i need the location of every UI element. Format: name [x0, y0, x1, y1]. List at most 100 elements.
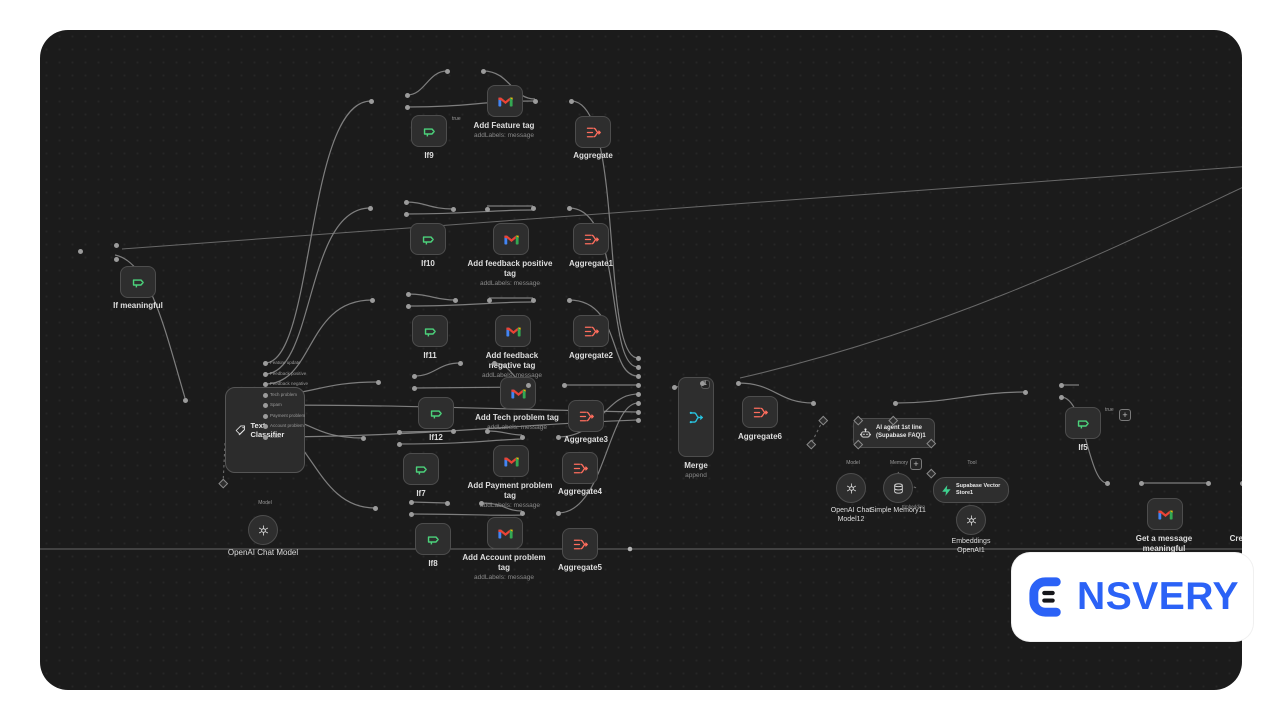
- port-dot[interactable]: [262, 392, 268, 398]
- port-dot[interactable]: [555, 510, 561, 516]
- node-add-feedback-positive-tag[interactable]: [493, 223, 529, 255]
- port-dot[interactable]: [635, 382, 641, 388]
- port-dot[interactable]: [532, 98, 538, 104]
- port-dot[interactable]: [810, 400, 816, 406]
- port-dot[interactable]: [396, 429, 402, 435]
- port-dot[interactable]: [113, 242, 119, 248]
- port-dot[interactable]: [369, 297, 375, 303]
- port-dot[interactable]: [452, 297, 458, 303]
- port-dot[interactable]: [368, 98, 374, 104]
- port-dot[interactable]: [635, 355, 641, 361]
- port-dot[interactable]: [480, 68, 486, 74]
- port-dot[interactable]: [262, 371, 268, 377]
- node-if7[interactable]: [403, 453, 439, 485]
- port-dot[interactable]: [1205, 480, 1211, 486]
- node-get-message-meaningful[interactable]: [1147, 498, 1183, 530]
- port-dot[interactable]: [262, 413, 268, 419]
- add-tool-button[interactable]: +: [910, 458, 922, 470]
- port-dot[interactable]: [403, 211, 409, 217]
- port-dot[interactable]: [530, 205, 536, 211]
- port-dot[interactable]: [262, 423, 268, 429]
- port-dot[interactable]: [484, 206, 490, 212]
- node-aggregate5[interactable]: [562, 528, 598, 560]
- port-dot[interactable]: [262, 434, 268, 440]
- node-if5[interactable]: [1065, 407, 1101, 439]
- node-simple-memory[interactable]: [883, 473, 913, 503]
- node-if-meaningful[interactable]: [120, 266, 156, 298]
- port-dot[interactable]: [450, 206, 456, 212]
- port-dot[interactable]: [486, 297, 492, 303]
- node-merge[interactable]: 1: [678, 377, 714, 457]
- sub-node-port-diamond[interactable]: [926, 468, 936, 478]
- port-dot[interactable]: [375, 379, 381, 385]
- node-add-tech-problem-tag[interactable]: [500, 377, 536, 409]
- node-aggregate6[interactable]: [742, 396, 778, 428]
- node-add-feature-tag[interactable]: [487, 85, 523, 117]
- port-dot[interactable]: [1239, 480, 1242, 486]
- port-dot[interactable]: [555, 434, 561, 440]
- port-dot[interactable]: [372, 505, 378, 511]
- port-dot[interactable]: [735, 380, 741, 386]
- port-dot[interactable]: [113, 256, 119, 262]
- port-dot[interactable]: [635, 391, 641, 397]
- port-dot[interactable]: [525, 382, 531, 388]
- node-if12[interactable]: [418, 397, 454, 429]
- port-dot[interactable]: [262, 402, 268, 408]
- port-dot[interactable]: [699, 380, 705, 386]
- node-embeddings-openai[interactable]: [956, 505, 986, 535]
- sub-node-port-diamond[interactable]: [806, 439, 816, 449]
- port-dot[interactable]: [404, 92, 410, 98]
- port-dot[interactable]: [530, 297, 536, 303]
- port-dot[interactable]: [566, 297, 572, 303]
- port-dot[interactable]: [457, 360, 463, 366]
- port-dot[interactable]: [444, 68, 450, 74]
- port-dot[interactable]: [519, 434, 525, 440]
- add-node-button[interactable]: +: [1119, 409, 1131, 421]
- port-dot[interactable]: [635, 409, 641, 415]
- node-aggregate[interactable]: [575, 116, 611, 148]
- node-add-feedback-negative-tag[interactable]: [495, 315, 531, 347]
- port-dot[interactable]: [411, 385, 417, 391]
- port-dot[interactable]: [892, 400, 898, 406]
- sub-node-port-diamond[interactable]: [218, 478, 228, 488]
- port-dot[interactable]: [405, 291, 411, 297]
- port-dot[interactable]: [635, 400, 641, 406]
- port-dot[interactable]: [182, 397, 188, 403]
- node-add-payment-problem-tag[interactable]: [493, 445, 529, 477]
- node-if11[interactable]: [412, 315, 448, 347]
- node-if10[interactable]: [410, 223, 446, 255]
- port-dot[interactable]: [491, 360, 497, 366]
- node-if8[interactable]: [415, 523, 451, 555]
- port-dot[interactable]: [671, 384, 677, 390]
- port-dot[interactable]: [635, 364, 641, 370]
- port-dot[interactable]: [1058, 394, 1064, 400]
- port-dot[interactable]: [444, 500, 450, 506]
- port-dot[interactable]: [360, 435, 366, 441]
- workflow-canvas[interactable]: If meaningful Text Classifier OpenAI Cha…: [40, 30, 1242, 690]
- port-dot[interactable]: [478, 500, 484, 506]
- node-text-classifier[interactable]: Text Classifier: [225, 387, 305, 473]
- port-dot[interactable]: [566, 205, 572, 211]
- port-dot[interactable]: [568, 98, 574, 104]
- port-dot[interactable]: [404, 104, 410, 110]
- port-dot[interactable]: [262, 360, 268, 366]
- port-dot[interactable]: [1138, 480, 1144, 486]
- port-dot[interactable]: [635, 373, 641, 379]
- port-dot[interactable]: [408, 499, 414, 505]
- port-dot[interactable]: [367, 205, 373, 211]
- port-dot[interactable]: [635, 417, 641, 423]
- port-dot[interactable]: [408, 511, 414, 517]
- port-dot[interactable]: [411, 373, 417, 379]
- sub-node-port-diamond[interactable]: [818, 415, 828, 425]
- node-aggregate1[interactable]: [573, 223, 609, 255]
- port-dot[interactable]: [77, 248, 83, 254]
- node-openai-chat-model[interactable]: [248, 515, 278, 545]
- port-dot[interactable]: [1058, 382, 1064, 388]
- port-dot[interactable]: [561, 382, 567, 388]
- node-if9[interactable]: [411, 115, 447, 147]
- node-aggregate4[interactable]: [562, 452, 598, 484]
- port-dot[interactable]: [1104, 480, 1110, 486]
- port-dot[interactable]: [450, 428, 456, 434]
- node-add-account-problem-tag[interactable]: [487, 517, 523, 549]
